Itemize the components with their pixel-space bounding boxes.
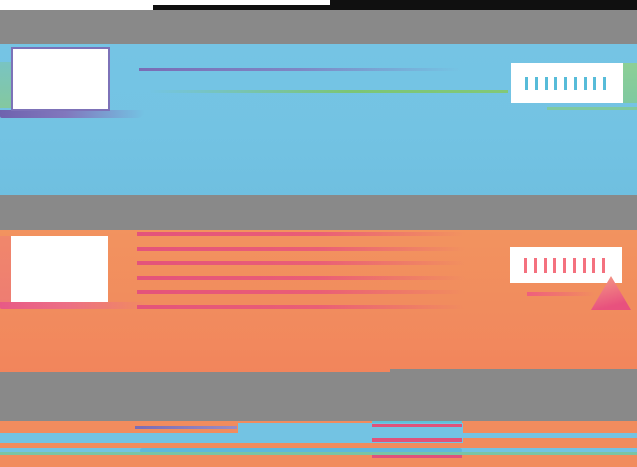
glitch-fragment	[372, 421, 462, 424]
text-line-pink	[137, 304, 465, 309]
text-line-group	[137, 232, 465, 312]
meter-box	[511, 63, 623, 103]
meter-tick-icon	[534, 76, 538, 90]
text-line-green	[150, 90, 508, 93]
pink-underline-swoosh	[0, 302, 150, 309]
text-line-pink	[137, 232, 465, 236]
meter-tick-icon	[573, 76, 577, 90]
divider-band-notch	[390, 369, 637, 373]
meter-tick-icon	[582, 257, 586, 273]
card-orange	[0, 230, 637, 372]
torn-edge-strip	[330, 0, 637, 10]
text-line-pink	[137, 261, 465, 265]
divider-band-top	[0, 10, 637, 44]
glitch-stripe-blue	[0, 433, 637, 443]
footer-glitch-stripes	[0, 421, 637, 467]
card-blue	[0, 44, 637, 195]
meter-box	[510, 247, 622, 283]
photo-placeholder	[11, 236, 108, 302]
meter-tick-icon	[602, 257, 605, 273]
text-line-purple	[139, 68, 460, 71]
meter-tick-icon	[554, 76, 558, 90]
meter-tick-icon	[593, 76, 597, 90]
glitch-fragment	[135, 426, 237, 429]
meter-tick-icon	[563, 257, 566, 273]
meter-tick-icon	[564, 76, 567, 90]
meter-tick-icon	[543, 257, 547, 273]
meter-tick-icon	[553, 257, 557, 273]
card-edge-accent	[0, 236, 11, 302]
divider-band-middle	[0, 195, 637, 230]
glitch-stripe-green	[0, 452, 637, 455]
text-line-green-short	[547, 107, 637, 110]
meter-tick-icon	[572, 257, 576, 273]
meter-tick-icon	[544, 76, 548, 90]
meter-tick-icon	[592, 257, 596, 273]
card-edge-accent	[0, 62, 11, 108]
divider-band-bottom	[0, 372, 637, 421]
torn-edge-strip	[153, 5, 333, 10]
text-line-pink	[137, 290, 465, 294]
photo-placeholder	[11, 47, 110, 111]
text-line-pink	[137, 275, 465, 280]
purple-underline-swoosh	[0, 110, 145, 118]
glitch-fragment	[372, 438, 462, 442]
glitch-rounded-line	[140, 448, 462, 453]
glitch-fragment	[463, 438, 637, 443]
meter-tick-icon	[524, 257, 527, 273]
text-line-pink	[137, 246, 465, 251]
meter-tick-icon	[533, 257, 537, 273]
meter-backdrop	[620, 63, 637, 103]
meter-tick-icon	[525, 76, 528, 90]
glitch-fragment	[372, 455, 462, 458]
text-line-pink-short	[527, 292, 595, 296]
glitch-fragment	[238, 423, 463, 434]
glitch-fragment	[372, 424, 462, 427]
meter-tick-icon	[583, 76, 587, 90]
meter-tick-icon	[603, 76, 606, 90]
